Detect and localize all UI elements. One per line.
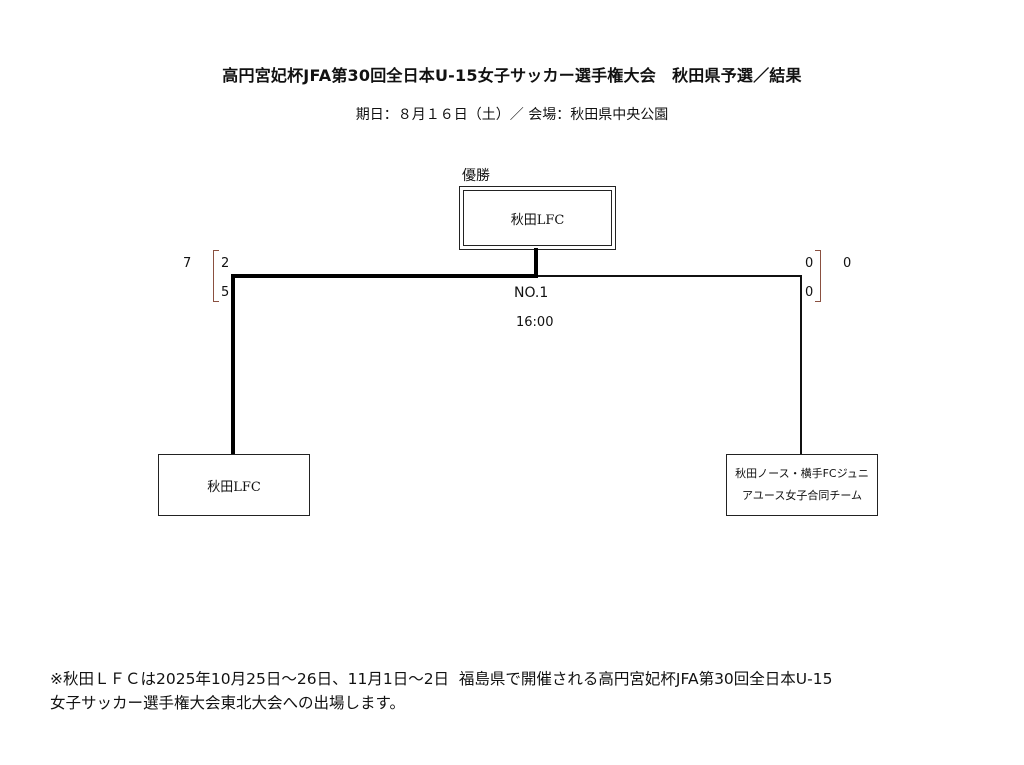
winner-box: 秋田LFC bbox=[459, 186, 616, 250]
page-title: 高円宮妃杯JFA第30回全日本U-15女子サッカー選手権大会 秋田県予選／結果 bbox=[222, 66, 802, 85]
right-team-name-line1: 秋田ノース・横手FCジュニ bbox=[735, 467, 869, 480]
footnote-line1: ※秋田ＬＦＣは2025年10月25日～26日、11月1日～2日 福島県で開催され… bbox=[50, 670, 833, 688]
match-time: 16:00 bbox=[516, 315, 554, 330]
left-team-box: 秋田LFC bbox=[158, 454, 310, 516]
bracket-left-vertical bbox=[231, 274, 235, 454]
left-score-bracket bbox=[213, 250, 219, 302]
bracket-left-horizontal bbox=[231, 274, 538, 278]
right-team-name-line2: アユース女子合同チーム bbox=[741, 489, 863, 502]
left-second-half-score: 5 bbox=[221, 285, 230, 300]
left-total-score: 7 bbox=[183, 256, 192, 271]
right-first-half-score: 0 bbox=[805, 256, 814, 271]
bracket-right-vertical bbox=[800, 275, 802, 454]
footnote-line2: 女子サッカー選手権大会東北大会への出場します。 bbox=[50, 694, 405, 712]
winner-label: 優勝 bbox=[462, 168, 490, 184]
winner-name: 秋田LFC bbox=[463, 190, 612, 246]
left-team-name: 秋田LFC bbox=[207, 479, 261, 495]
event-date-venue: 期日：８月１６日（土）／ 会場：秋田県中央公園 bbox=[355, 107, 669, 123]
bracket-right-horizontal bbox=[538, 275, 802, 277]
right-score-bracket bbox=[815, 250, 821, 302]
right-second-half-score: 0 bbox=[805, 285, 814, 300]
right-team-box: 秋田ノース・横手FCジュニ アユース女子合同チーム bbox=[726, 454, 878, 516]
footnote: ※秋田ＬＦＣは2025年10月25日～26日、11月1日～2日 福島県で開催され… bbox=[50, 667, 990, 715]
left-first-half-score: 2 bbox=[221, 256, 230, 271]
match-number: NO.1 bbox=[514, 285, 549, 301]
bracket-winner-stem bbox=[534, 248, 538, 277]
right-total-score: 0 bbox=[843, 256, 852, 271]
